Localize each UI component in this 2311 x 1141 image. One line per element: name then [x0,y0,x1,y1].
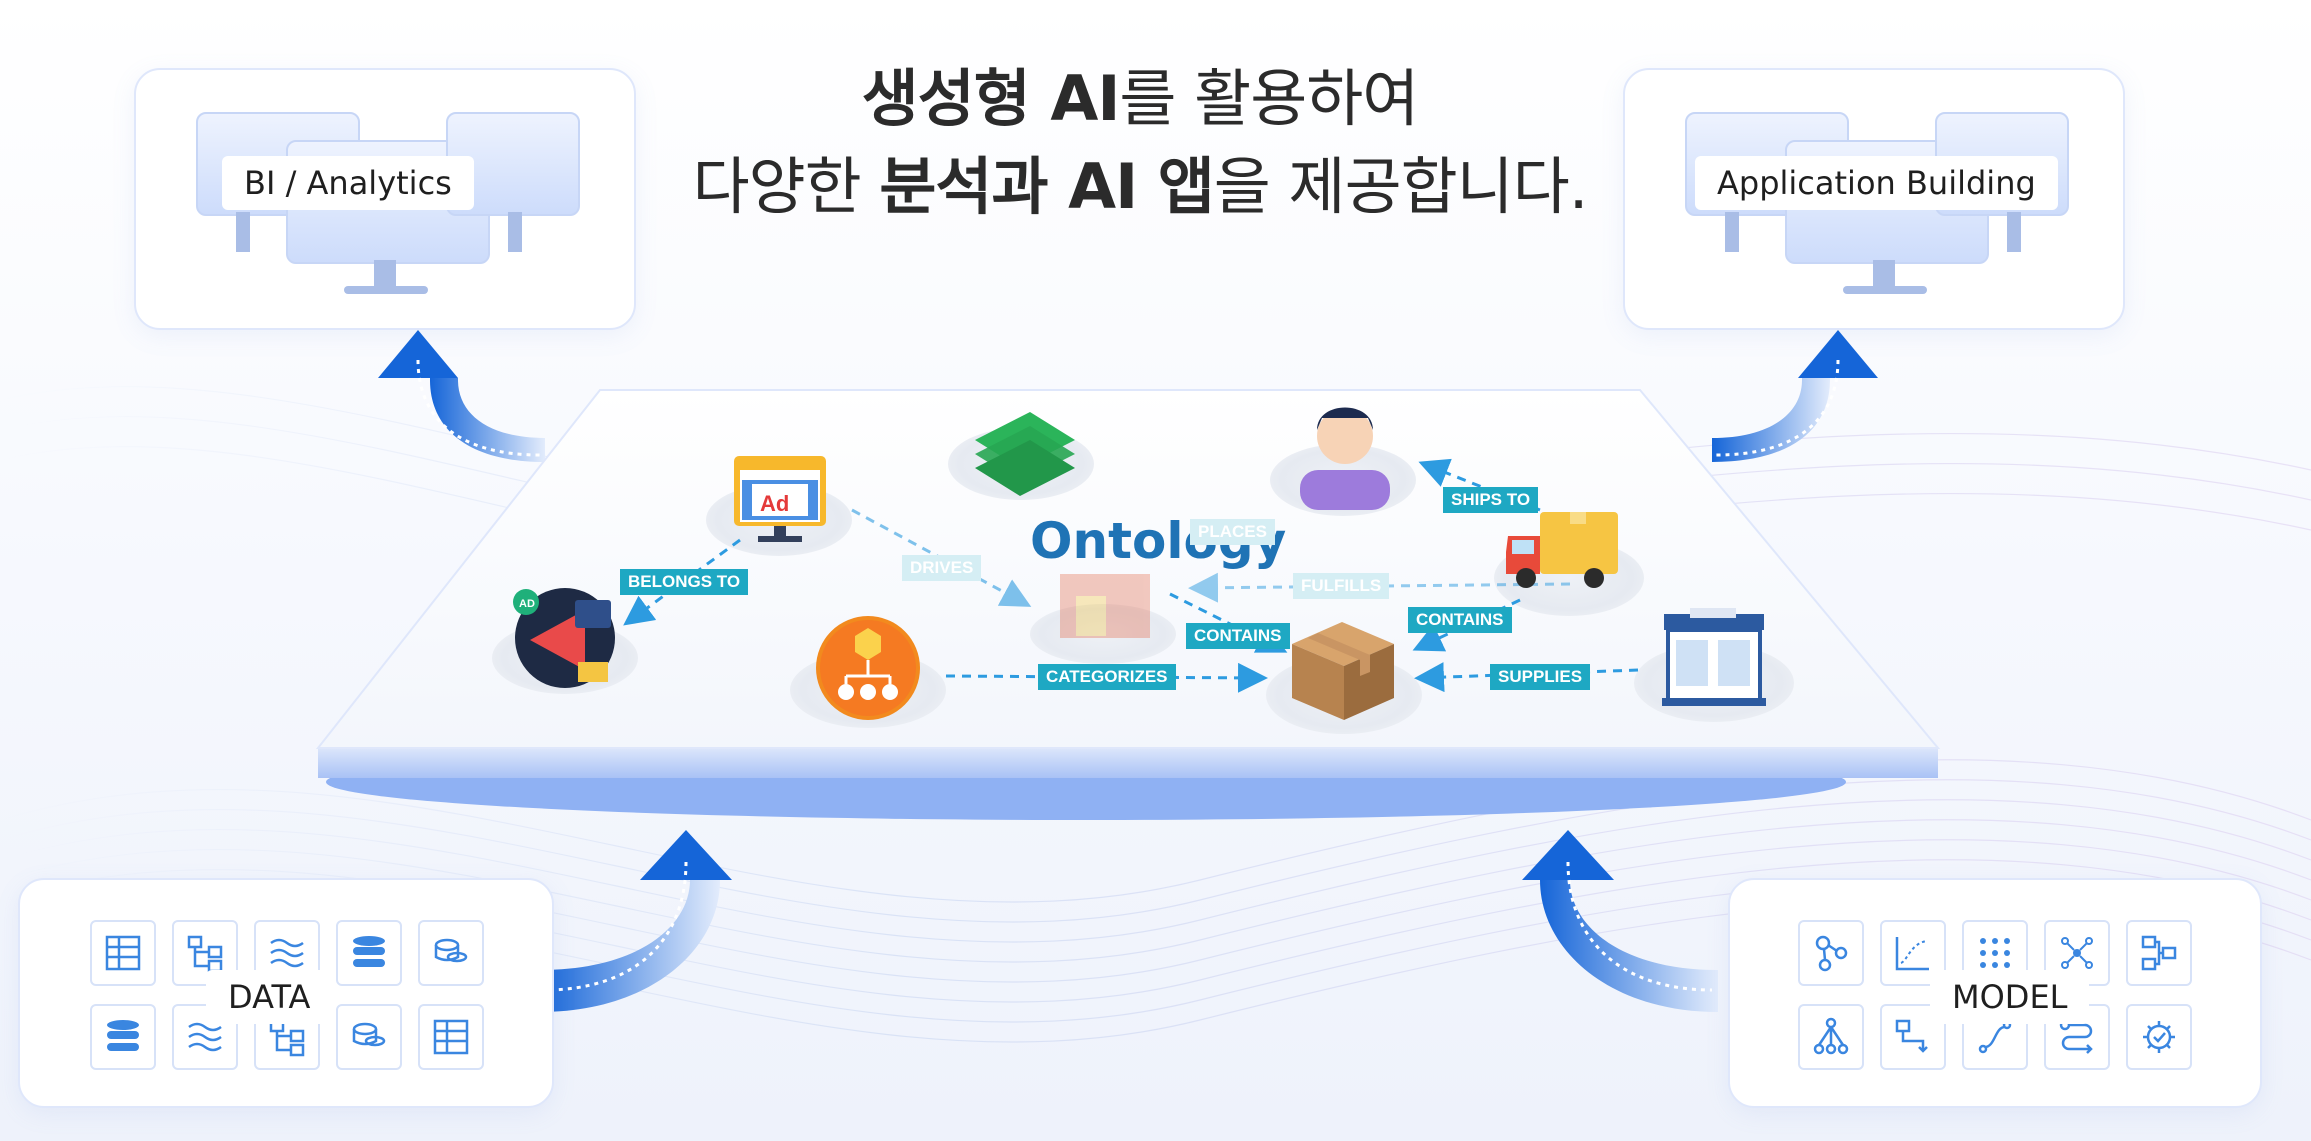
package-box-icon [1292,622,1394,720]
headline-line2-rest: 을 제공합니다. [1213,150,1589,223]
monitor-stand [1873,260,1895,290]
monitor-stand [1843,286,1927,294]
category-hub-icon [816,616,920,720]
database-icon [90,1004,156,1070]
cylinders-icon [418,920,484,986]
tree-icon [1798,1004,1864,1070]
arrow-from-data [540,830,732,1012]
bi-analytics-card[interactable]: BI / Analytics [134,68,636,330]
graph-node-icon [1798,920,1864,986]
relation-fulfills: FULFILLS [1293,573,1390,599]
relation-places: PLACES [1190,519,1275,545]
ad-badge-text: AD [519,598,535,610]
node-disc-order [1030,604,1176,664]
headline-line2-pre: 다양한 [692,150,880,223]
marketing-megaphone-icon: AD [513,588,615,688]
data-card[interactable]: DATA [18,878,554,1108]
person-avatar-icon [1300,407,1390,510]
money-stack-icon [975,412,1075,496]
ad-screen-icon: Ad [734,456,826,542]
monitor-stand [2007,212,2021,252]
table-icon [418,1004,484,1070]
cylinders-icon [336,1004,402,1070]
bi-analytics-label: BI / Analytics [222,156,474,210]
headline-line1-rest: 를 활용하여 [1119,62,1419,135]
monitor-stand [508,212,522,252]
headline-line1-bold: 생성형 AI [861,62,1121,135]
order-shop-icon [1060,574,1150,638]
application-building-label: Application Building [1695,156,2058,210]
flow-icon [2126,920,2192,986]
relation-belongs-to: BELONGS TO [620,569,749,595]
storefront-icon [1662,608,1766,706]
ad-screen-text: Ad [760,491,789,516]
relation-contains-right: CONTAINS [1408,607,1512,633]
relation-contains-center: CONTAINS [1186,623,1290,649]
scatter-curve-icon [1880,920,1946,986]
arrow-to-app [1712,330,1878,488]
monitor-stand [236,212,250,252]
delivery-truck-icon [1506,512,1618,588]
database-icon [336,920,402,986]
monitor-stand [374,260,396,290]
hierarchy-icon [172,920,238,986]
headline-line2-bold: 분석과 AI 앱 [879,150,1214,223]
relation-drives: DRIVES [902,555,982,581]
model-label: MODEL [1930,970,2090,1024]
monitor-stand [1725,212,1739,252]
model-card[interactable]: MODEL [1728,878,2262,1108]
data-label: DATA [206,970,333,1024]
gear-check-icon [2126,1004,2192,1070]
relation-ships-to: SHIPS TO [1443,487,1539,513]
headline: 생성형 AI를 활용하여 다양한 분석과 AI 앱을 제공합니다. [600,55,1680,231]
relation-categorizes: CATEGORIZES [1038,664,1176,690]
relation-supplies: SUPPLIES [1490,664,1591,690]
monitor-stand [344,286,428,294]
arrow-from-model [1522,830,1718,1012]
table-icon [90,920,156,986]
application-building-card[interactable]: Application Building [1623,68,2125,330]
arrow-to-bi [378,330,545,488]
